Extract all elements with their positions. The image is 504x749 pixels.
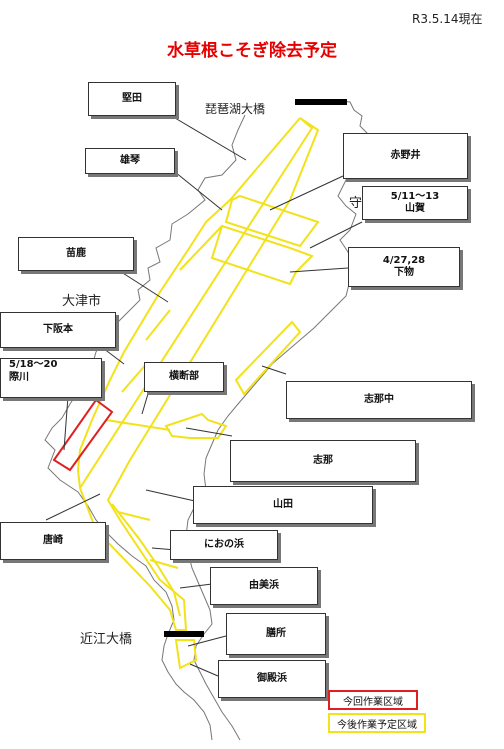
shinachu-block (234, 320, 302, 396)
central-band (76, 117, 301, 489)
callout-oudanbu: 横断部 (144, 362, 224, 392)
callout-gotenhama: 御殿浜 (218, 660, 326, 698)
callout-yamada: 山田 (193, 486, 373, 524)
zeze-lane (174, 639, 198, 670)
ohmi-bridge-bar (164, 631, 204, 637)
callout-yuhigahama: 由美浜 (210, 567, 318, 605)
east-band-a (224, 194, 320, 248)
east-shoreline (185, 99, 371, 741)
yamaga-name: 山賀 (405, 203, 425, 214)
zeze-dates: 5/18～20 (9, 359, 58, 370)
cross-4 (105, 419, 171, 431)
as-of-date: R3.5.14現在 (412, 12, 483, 26)
callout-shinachu: 志那中 (286, 381, 472, 419)
place-biwako-bridge: 琵琶湖大橋 (205, 102, 266, 116)
zeze-name: 際川 (9, 371, 29, 383)
current-area (52, 398, 114, 472)
shimomono-dates: 4/27,28 (382, 254, 426, 266)
callout-karasaki: 唐崎 (0, 522, 106, 560)
leader-lines (45, 117, 363, 677)
callout-noka: 苗鹿 (18, 237, 134, 271)
main-channel-outer (78, 117, 320, 631)
shimomono-name: 下物 (394, 267, 414, 278)
cross-6 (149, 559, 179, 569)
callout-zeze: 5/18～20 際川 (0, 358, 102, 398)
cross-2 (145, 309, 171, 341)
place-moriyama-partial: 守 (349, 196, 363, 211)
legend-current: 今回作業区域 (328, 690, 418, 710)
west-shoreline (44, 114, 246, 741)
biwako-bridge-bar (295, 99, 347, 105)
callout-zeze2: 膳所 (226, 613, 326, 655)
callout-katata: 堅田 (88, 82, 176, 116)
callout-akanoi: 赤野井 (343, 133, 468, 179)
oudan-block (164, 412, 228, 439)
cross-3 (121, 361, 149, 393)
callout-yamaga: 5/11～13 山賀 (362, 186, 468, 220)
callout-shimomono: 4/27,28 下物 (348, 247, 460, 287)
cross-1 (179, 225, 223, 271)
cross-5 (117, 511, 151, 521)
callout-ogoto: 雄琴 (85, 148, 175, 174)
place-otsu: 大津市 (62, 294, 102, 309)
planned-areas (76, 117, 320, 670)
callout-shina: 志那 (230, 440, 416, 482)
yamaga-dates: 5/11～13 (390, 190, 440, 202)
callout-nionohama: におの浜 (170, 530, 278, 560)
south-lane (111, 503, 181, 617)
callout-shimosakamoto: 下阪本 (0, 312, 116, 348)
place-ohmi-bridge: 近江大橋 (80, 632, 133, 647)
page-title: 水草根こそぎ除去予定 (167, 41, 337, 61)
legend-planned: 今後作業予定区域 (328, 713, 426, 733)
